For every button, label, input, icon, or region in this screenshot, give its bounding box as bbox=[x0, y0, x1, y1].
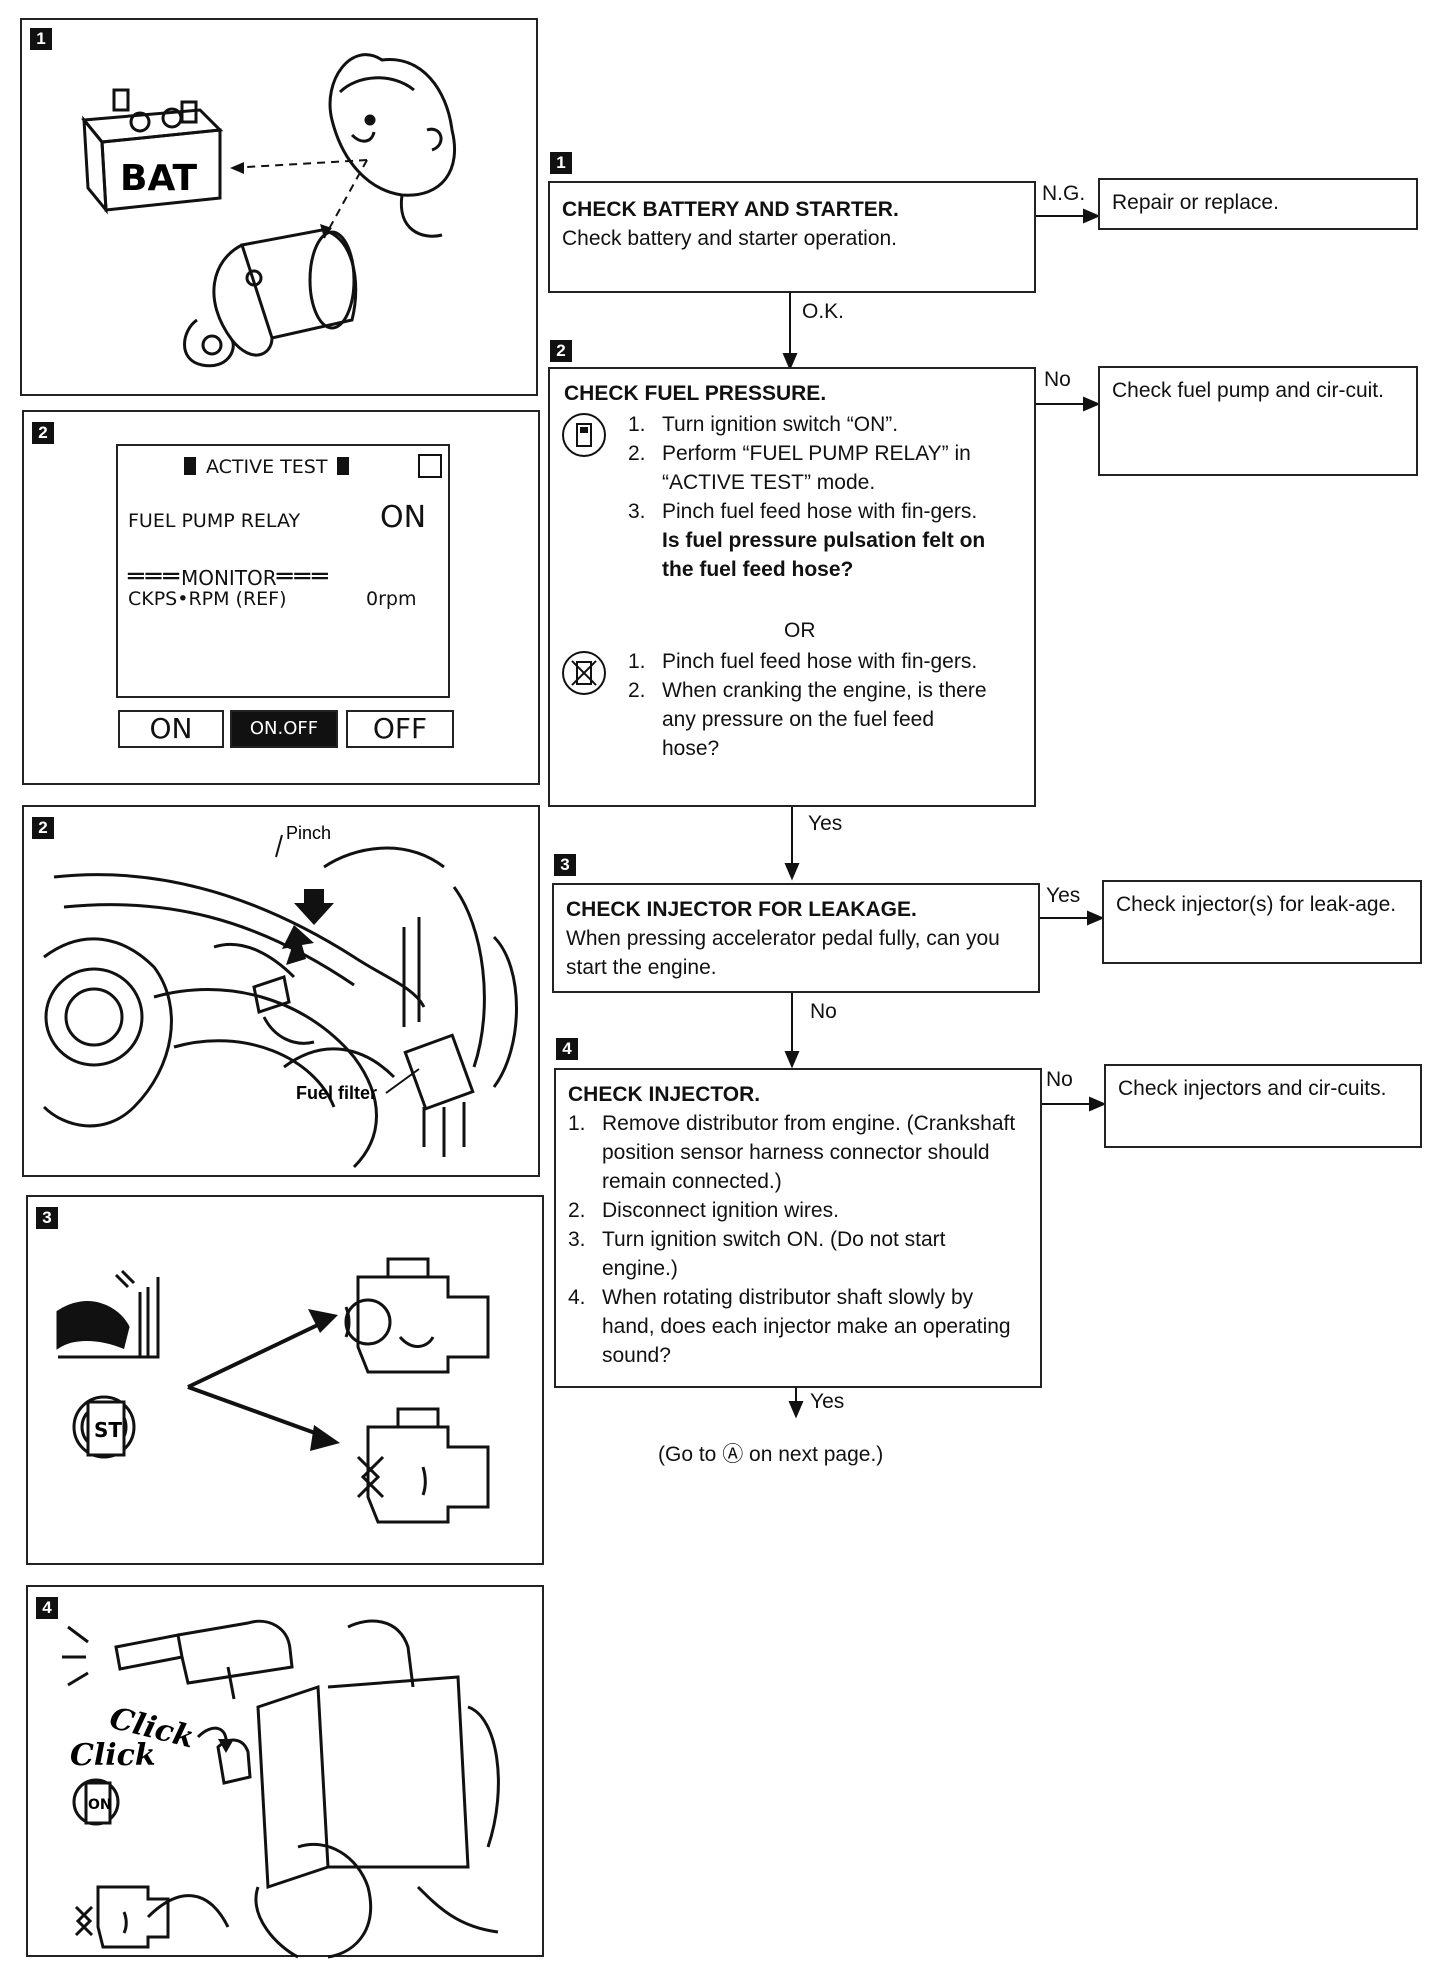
list-item: 3.Turn ignition switch ON. (Do not start… bbox=[568, 1228, 946, 1280]
list-item: 2.Perform “FUEL PUMP RELAY” in “ACTIVE T… bbox=[628, 442, 971, 494]
screen-on-button[interactable]: ON bbox=[118, 710, 224, 748]
mechanic-icon bbox=[328, 53, 457, 238]
figure-1-number: 1 bbox=[30, 28, 52, 50]
engine-running-icon bbox=[344, 1257, 490, 1374]
active-test-header: ACTIVE TEST bbox=[184, 456, 350, 478]
step-1-body: Check battery and starter operation. bbox=[562, 227, 898, 250]
step-2-question: Is fuel pressure pulsation felt on the f… bbox=[662, 529, 986, 581]
figure-2-engine-panel: 2 Pinch Fuel filter bbox=[22, 805, 540, 1177]
fuel-pump-relay-value: ON bbox=[380, 500, 427, 535]
list-item: 2.When cranking the engine, is there any… bbox=[628, 679, 987, 760]
step-2-title: CHECK FUEL PRESSURE. bbox=[564, 382, 827, 405]
step-3-yes-result: Check injector(s) for leak-age. bbox=[1102, 880, 1422, 964]
fuel-pump-relay-label: FUEL PUMP RELAY bbox=[128, 510, 301, 532]
figure-2a-number: 2 bbox=[32, 422, 54, 444]
go-to-next-page-note: (Go to Ⓐ on next page.) bbox=[658, 1443, 884, 1466]
figure-4-panel: 4 Click Click ON bbox=[26, 1585, 544, 1959]
screen-checkbox[interactable] bbox=[418, 454, 442, 478]
no-consult-tool-icon bbox=[562, 651, 606, 695]
step-2-with-tool-list: 1.Turn ignition switch “ON”. 2.Perform “… bbox=[628, 410, 988, 584]
list-item: 4.When rotating distributor shaft slowly… bbox=[568, 1286, 1011, 1367]
list-item: 1.Turn ignition switch “ON”. bbox=[628, 413, 899, 436]
step-2-yes-label: Yes bbox=[808, 812, 843, 835]
step-4-number: 4 bbox=[556, 1038, 578, 1060]
step-3-body: When pressing accelerator pedal fully, c… bbox=[566, 927, 1000, 979]
step-4-box: CHECK INJECTOR. 1.Remove distributor fro… bbox=[554, 1068, 1042, 1388]
fuel-filter-label: Fuel filter bbox=[296, 1083, 377, 1103]
step-1-ng-label: N.G. bbox=[1042, 182, 1086, 205]
list-item: 1.Pinch fuel feed hose with fin-gers. bbox=[628, 650, 978, 673]
step-1-ok-label: O.K. bbox=[802, 300, 845, 323]
figure-3-number: 3 bbox=[36, 1207, 58, 1229]
battery-starter-illustration: BAT bbox=[81, 53, 457, 368]
battery-icon bbox=[81, 88, 224, 215]
pinch-label: Pinch bbox=[286, 823, 331, 843]
consult-tool-icon bbox=[562, 413, 606, 457]
step-4-no-result: Check injectors and cir-cuits. bbox=[1104, 1064, 1422, 1148]
arrow-up-right-icon bbox=[308, 1309, 338, 1333]
click-label-2: Click bbox=[70, 1738, 156, 1773]
screen-on-off-button[interactable]: ON.OFF bbox=[230, 710, 338, 748]
step-3-no-label: No bbox=[810, 1000, 837, 1023]
step-2-number: 2 bbox=[550, 340, 572, 362]
step-1-box: CHECK BATTERY AND STARTER. Check battery… bbox=[548, 181, 1036, 293]
step-4-title: CHECK INJECTOR. bbox=[568, 1083, 761, 1106]
injector-click-illustration: Click Click ON bbox=[62, 1619, 500, 1959]
list-item: 1.Remove distributor from engine. (Crank… bbox=[568, 1112, 1016, 1193]
figure-2-screen-panel: 2 ACTIVE TEST FUEL PUMP RELAY ON ═══MONI… bbox=[22, 410, 540, 785]
step-3-title: CHECK INJECTOR FOR LEAKAGE. bbox=[566, 898, 917, 921]
arrow-down-right-icon bbox=[310, 1425, 340, 1451]
step-2-no-result: Check fuel pump and cir-cuit. bbox=[1098, 366, 1418, 476]
on-switch-label: ON bbox=[88, 1797, 112, 1813]
figure-3-panel: 3 ST bbox=[26, 1195, 544, 1565]
list-item: 2.Disconnect ignition wires. bbox=[568, 1199, 839, 1222]
figure-1-panel: 1 BAT bbox=[20, 18, 538, 396]
pinch-arrow-down-icon bbox=[294, 889, 334, 925]
step-3-number: 3 bbox=[554, 854, 576, 876]
engine-stopped-icon bbox=[356, 1407, 490, 1524]
screen-off-button[interactable]: OFF bbox=[346, 710, 454, 748]
pedal-start-illustration: ST bbox=[56, 1257, 490, 1524]
monitor-label: MONITOR bbox=[180, 566, 277, 590]
step-4-list: 1.Remove distributor from engine. (Crank… bbox=[568, 1109, 1018, 1370]
consult-screen: ACTIVE TEST FUEL PUMP RELAY ON ═══MONITO… bbox=[116, 444, 450, 698]
monitor-separator: ═══MONITOR═══ bbox=[128, 562, 330, 592]
step-4-no-label: No bbox=[1046, 1068, 1073, 1091]
step-1-number: 1 bbox=[550, 152, 572, 174]
st-label: ST bbox=[94, 1418, 122, 1442]
step-1-title: CHECK BATTERY AND STARTER. bbox=[562, 198, 899, 221]
screen-title: ACTIVE TEST bbox=[206, 456, 328, 478]
step-2-or-label: OR bbox=[778, 616, 822, 645]
engine-bay-illustration: Pinch Fuel filter bbox=[42, 823, 518, 1169]
step-4-yes-label: Yes bbox=[810, 1390, 845, 1413]
ckps-value: 0rpm bbox=[366, 588, 417, 610]
figure-4-number: 4 bbox=[36, 1597, 58, 1619]
step-3-box: CHECK INJECTOR FOR LEAKAGE. When pressin… bbox=[552, 883, 1040, 993]
step-2-box: CHECK FUEL PRESSURE. 1.Turn ignition swi… bbox=[548, 367, 1036, 807]
step-3-yes-label: Yes bbox=[1046, 884, 1081, 907]
step-2-no-label: No bbox=[1044, 368, 1071, 391]
ckps-label: CKPS•RPM (REF) bbox=[128, 588, 287, 610]
step-1-ng-result: Repair or replace. bbox=[1098, 178, 1418, 230]
starter-motor-icon bbox=[183, 228, 358, 368]
list-item: 3.Pinch fuel feed hose with fin-gers. bbox=[628, 500, 978, 523]
figure-2b-number: 2 bbox=[32, 817, 54, 839]
step-2-without-tool-list: 1.Pinch fuel feed hose with fin-gers. 2.… bbox=[628, 647, 988, 763]
pinch-arrow-up-icon bbox=[282, 925, 314, 965]
battery-label: BAT bbox=[120, 158, 198, 199]
